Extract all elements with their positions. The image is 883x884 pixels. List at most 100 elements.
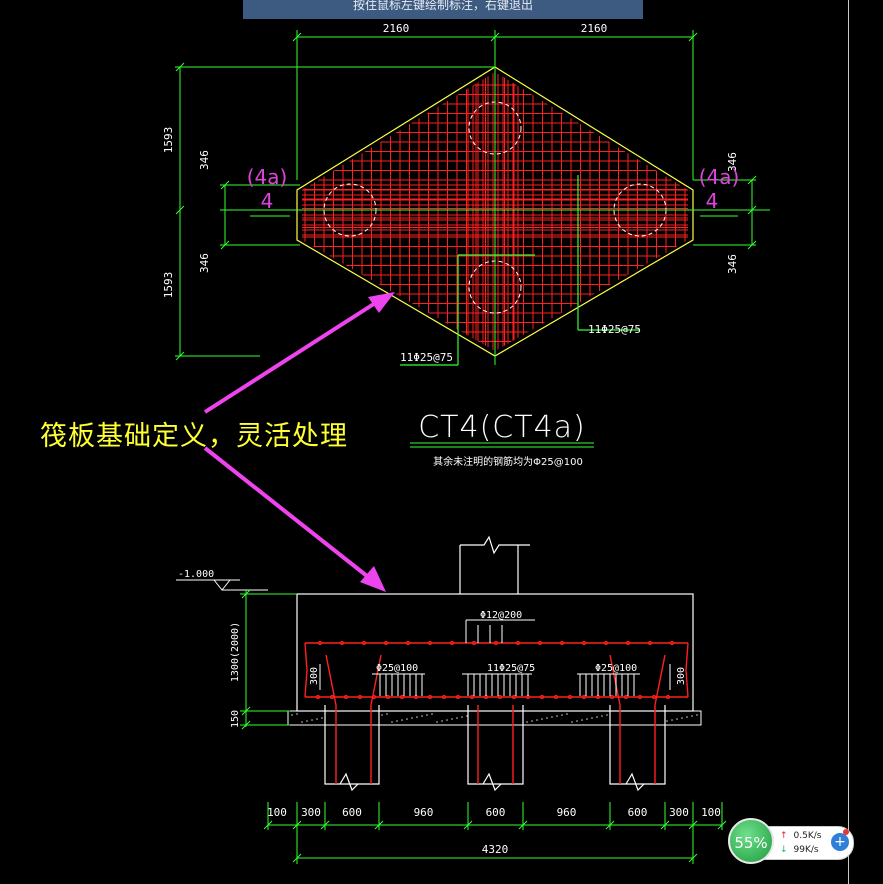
dim-left-top: 1593 [162, 127, 175, 154]
cushion-dot [301, 721, 303, 723]
top-bar-dot [603, 640, 609, 646]
bottom-dimension-label: 100 [267, 806, 287, 819]
cushion-dot [311, 719, 313, 721]
top-bar-dot [405, 640, 411, 646]
cushion-dot [681, 717, 683, 719]
status-tip-bar: 按住鼠标左键绘制标注，右键退出 [243, 0, 643, 19]
rebar-label-plan-1: 11Φ25@75 [400, 351, 453, 364]
download-speed: ↓99K/s [780, 845, 819, 855]
cushion-dot [411, 717, 413, 719]
section-top-bar-label: Φ12@200 [480, 610, 522, 621]
bottom-bar-dot [567, 694, 573, 700]
level-label: -1.000 [178, 569, 214, 580]
cushion-dot [461, 716, 463, 718]
network-speed-widget[interactable]: ↑ 0.5K/s ↓99K/s + 55% [728, 818, 854, 866]
cushion-dot [586, 718, 588, 720]
top-bar-dot [581, 640, 587, 646]
top-bar-dot [493, 640, 499, 646]
section-total-width: 4320 [482, 843, 509, 856]
dim-tick [717, 820, 727, 830]
bottom-bar-dot [497, 694, 503, 700]
cushion-dot [401, 719, 403, 721]
cushion-dot [456, 717, 458, 719]
cushion-dot [526, 721, 528, 723]
dim-left-bottom: 1593 [162, 272, 175, 299]
dim-tick [374, 820, 384, 830]
cushion-dot [606, 714, 608, 716]
section-bar-right-label: Φ25@100 [595, 663, 637, 674]
piles-section [324, 705, 666, 792]
bottom-bar-dot [637, 694, 643, 700]
bottom-bar-dot [357, 694, 363, 700]
section-bottom-dimension [263, 802, 727, 864]
section-cover-left: 300 [309, 667, 320, 685]
cushion-dot [571, 721, 573, 723]
upload-arrow-icon: ↑ [780, 831, 788, 841]
top-bar-dot [427, 640, 433, 646]
cushion-dot [306, 720, 308, 722]
cushion-dot [426, 714, 428, 716]
cushion-dot [541, 718, 543, 720]
cushion-dot [566, 713, 568, 715]
title-block-note: 其余未注明的钢筋均为Φ25@100 [433, 455, 583, 468]
cushion-dot [446, 719, 448, 721]
cushion-dot [531, 720, 533, 722]
top-bar-dot [647, 640, 653, 646]
dim-tick [263, 820, 273, 830]
upload-speed: ↑ 0.5K/s [780, 831, 821, 841]
cushion-dot [321, 717, 323, 719]
level-marker [176, 579, 268, 591]
notification-dot-icon [843, 829, 849, 835]
bottom-dimension-label: 600 [342, 806, 362, 819]
bottom-bar-dot [553, 694, 559, 700]
cushion-dot [551, 716, 553, 718]
cushion-dot [416, 716, 418, 718]
cushion-dot [391, 721, 393, 723]
axis-label-left-bottom: 4 [261, 189, 274, 213]
pile-cap-plan-view: 2160 2160 1593 1593 346 346 [162, 22, 770, 366]
plan-top-dimension [292, 30, 698, 180]
dim-tick [463, 820, 473, 830]
add-icon[interactable]: + [831, 833, 849, 851]
cushion-dot [696, 714, 698, 716]
cushion-dot [316, 718, 318, 720]
annotation-arrows [203, 292, 395, 592]
upload-speed-value: 0.5K/s [793, 831, 822, 841]
dim-tick [688, 853, 698, 863]
bottom-bar-dot [511, 694, 517, 700]
cushion-dot [396, 720, 398, 722]
cushion-hatch [291, 713, 698, 723]
cushion-dot [561, 714, 563, 716]
title-block: CT4(CT4a) 其余未注明的钢筋均为Φ25@100 [410, 410, 594, 468]
dim-inner-left-bottom: 346 [198, 253, 211, 273]
cushion-dot [291, 714, 293, 716]
bottom-bar-dot [609, 694, 615, 700]
bottom-bar-dot [315, 694, 321, 700]
bottom-bar-dot [455, 694, 461, 700]
rebar-label-plan-2: 11Φ25@75 [588, 323, 641, 336]
cushion-dot [436, 721, 438, 723]
dim-tick [660, 820, 670, 830]
top-bar-dot [361, 640, 367, 646]
bottom-bar-dot [399, 694, 405, 700]
cushion-dot [381, 714, 383, 716]
cushion-dot [451, 718, 453, 720]
bottom-dimension-label: 960 [557, 806, 577, 819]
bottom-dimension-label: 600 [628, 806, 648, 819]
bottom-bar-dot [539, 694, 545, 700]
section-stirrup-ticks [379, 674, 635, 696]
memory-usage-ball[interactable]: 55% [728, 818, 774, 864]
top-bar-dot [625, 640, 631, 646]
cushion-dot [671, 719, 673, 721]
download-speed-value: 99K/s [793, 845, 819, 855]
viewport-edge [848, 0, 849, 884]
cushion-dot [296, 713, 298, 715]
bottom-bar-dot [329, 694, 335, 700]
bottom-bar-dot [371, 694, 377, 700]
dim-tick [320, 820, 330, 830]
top-bar-dot [317, 640, 323, 646]
cushion-dot [536, 719, 538, 721]
bottom-bar-dot [581, 694, 587, 700]
top-bar-dot [383, 640, 389, 646]
